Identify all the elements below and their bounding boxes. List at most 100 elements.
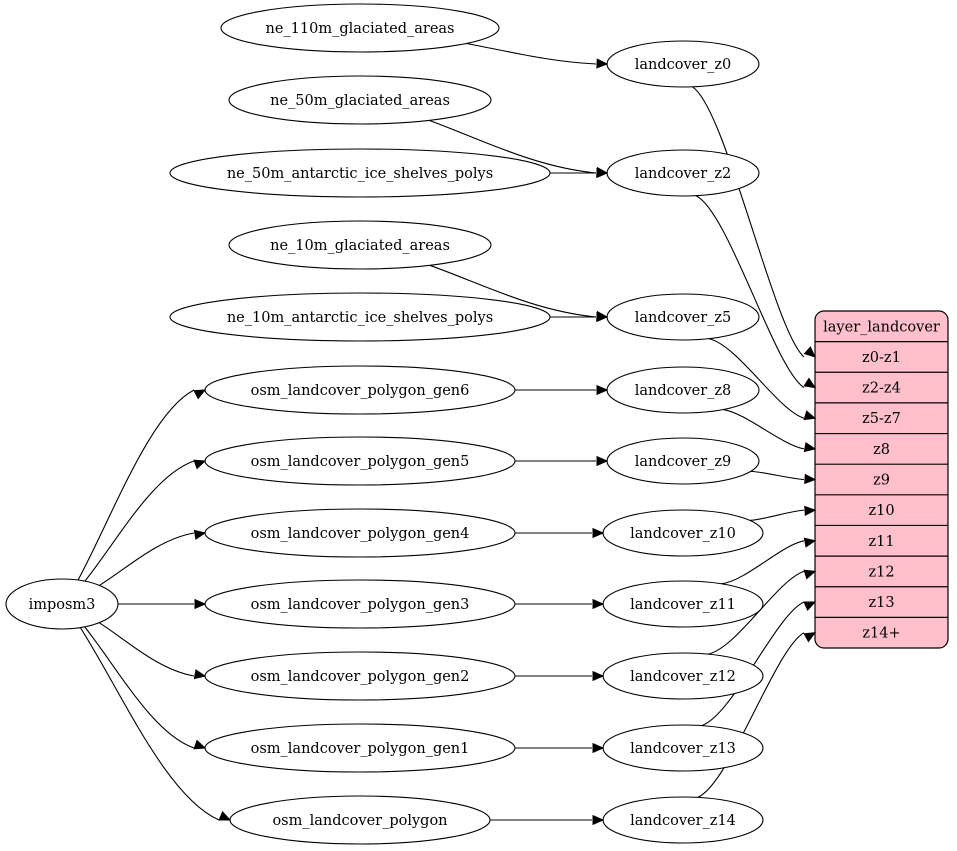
arrowhead-imposm3-to-osm_landcover_polygon_gen2: [193, 669, 207, 680]
node-osm_landcover_polygon_gen3[interactable]: osm_landcover_polygon_gen3: [204, 579, 516, 629]
arrowhead-ne_50m_antarctic_ice_shelves_polys-to-landcover_z2: [596, 167, 609, 179]
node-landcover_z8[interactable]: landcover_z8: [606, 366, 760, 414]
record-header-label: layer_landcover: [823, 319, 940, 335]
edge-landcover_z10-to-z10: [749, 509, 805, 521]
edge-landcover_z14-to-z14+: [697, 632, 805, 798]
node-label: ne_50m_glaciated_areas: [270, 93, 450, 109]
node-ellipse: [169, 148, 551, 198]
node-label: landcover_z2: [635, 166, 732, 182]
arrowhead-imposm3-to-osm_landcover_polygon: [218, 811, 232, 821]
record-row-z9[interactable]: z9: [873, 473, 890, 489]
record-row-z8[interactable]: z8: [873, 442, 890, 458]
node-landcover_z0[interactable]: landcover_z0: [606, 40, 760, 88]
arrowhead-landcover_z5-to-z5-z7: [803, 410, 817, 421]
node-label: osm_landcover_polygon_gen6: [251, 383, 470, 399]
node-imposm3[interactable]: imposm3: [5, 578, 119, 630]
arrowhead-osm_landcover_polygon_gen2-to-landcover_z12: [592, 670, 605, 682]
node-label: ne_110m_glaciated_areas: [266, 21, 455, 37]
edge-landcover_z2-to-z2-z4: [695, 195, 805, 389]
node-ne_50m_glaciated_areas[interactable]: ne_50m_glaciated_areas: [228, 75, 492, 125]
node-ellipse: [228, 220, 492, 270]
node-label: landcover_z11: [630, 597, 736, 613]
record-row-z10[interactable]: z10: [868, 503, 894, 519]
node-label: landcover_z13: [630, 741, 736, 757]
node-label: ne_10m_glaciated_areas: [270, 238, 450, 254]
node-landcover_z2[interactable]: landcover_z2: [606, 149, 760, 197]
edge-ne_50m_glaciated_areas-to-landcover_z2: [428, 119, 597, 174]
node-osm_landcover_polygon_gen5[interactable]: osm_landcover_polygon_gen5: [204, 436, 516, 486]
node-landcover_z13[interactable]: landcover_z13: [602, 724, 764, 772]
node-osm_landcover_polygon_gen1[interactable]: osm_landcover_polygon_gen1: [204, 723, 516, 773]
record-row-z14+[interactable]: z14+: [862, 626, 900, 642]
arrowhead-osm_landcover_polygon_gen1-to-landcover_z13: [592, 742, 605, 754]
nodes-layer: imposm3 ne_110m_glaciated_areas ne_50m_gla…: [5, 3, 764, 845]
arrowhead-imposm3-to-osm_landcover_polygon_gen4: [193, 529, 207, 540]
node-label: osm_landcover_polygon_gen3: [251, 597, 470, 613]
edge-imposm3-to-osm_landcover_polygon_gen4: [99, 532, 195, 586]
arrowhead-landcover_z11-to-z11: [803, 537, 817, 548]
record-row-z12[interactable]: z12: [868, 564, 894, 580]
node-landcover_z12[interactable]: landcover_z12: [602, 652, 764, 700]
edge-landcover_z8-to-z8: [723, 408, 805, 450]
node-ellipse: [228, 75, 492, 125]
arrowhead-landcover_z8-to-z8: [803, 441, 817, 453]
record-row-z0-z1[interactable]: z0-z1: [862, 350, 901, 366]
node-label: landcover_z10: [630, 526, 736, 542]
node-landcover_z9[interactable]: landcover_z9: [606, 437, 760, 485]
arrowhead-imposm3-to-osm_landcover_polygon_gen6: [193, 389, 207, 400]
arrowhead-osm_landcover_polygon_gen4-to-landcover_z10: [592, 527, 605, 539]
arrowhead-landcover_z12-to-z12: [803, 569, 817, 580]
node-ellipse: [169, 292, 551, 342]
node-ne_110m_glaciated_areas[interactable]: ne_110m_glaciated_areas: [220, 3, 500, 53]
node-label: landcover_z12: [630, 669, 736, 685]
edge-landcover_z11-to-z11: [721, 540, 805, 585]
node-osm_landcover_polygon_gen6[interactable]: osm_landcover_polygon_gen6: [204, 365, 516, 415]
edges-layer: [77, 42, 805, 821]
arrowhead-landcover_z0-to-z0-z1: [803, 346, 816, 358]
arrowheads-layer: [193, 58, 817, 826]
layer-landcover-record[interactable]: layer_landcover z0-z1 z2-z4 z5-z7 z8 z9 z10 z11…: [814, 310, 949, 649]
arrowhead-landcover_z13-to-z13: [803, 601, 817, 611]
node-ne_10m_antarctic_ice_shelves_polys[interactable]: ne_10m_antarctic_ice_shelves_polys: [169, 292, 551, 342]
edge-ne_10m_glaciated_areas-to-landcover_z5: [429, 264, 597, 318]
record-node-layer: layer_landcover z0-z1 z2-z4 z5-z7 z8 z9 z10 z11…: [814, 310, 949, 649]
arrowhead-landcover_z10-to-z10: [804, 505, 817, 517]
node-osm_landcover_polygon_gen4[interactable]: osm_landcover_polygon_gen4: [204, 508, 516, 558]
arrowhead-landcover_z14-to-z14+: [803, 632, 817, 643]
node-label: osm_landcover_polygon_gen4: [251, 526, 470, 542]
edge-ne_110m_glaciated_areas-to-landcover_z0: [466, 42, 597, 65]
record-row-z5-z7[interactable]: z5-z7: [862, 411, 901, 427]
record-row-z2-z4[interactable]: z2-z4: [862, 381, 901, 397]
node-landcover_z5[interactable]: landcover_z5: [606, 293, 760, 341]
node-osm_landcover_polygon[interactable]: osm_landcover_polygon: [229, 795, 491, 845]
node-label: landcover_z5: [635, 310, 732, 326]
node-landcover_z14[interactable]: landcover_z14: [602, 796, 764, 844]
node-label: landcover_z8: [635, 383, 732, 399]
node-ellipse: [220, 3, 500, 53]
node-ne_50m_antarctic_ice_shelves_polys[interactable]: ne_50m_antarctic_ice_shelves_polys: [169, 148, 551, 198]
node-label: landcover_z9: [635, 454, 732, 470]
edge-landcover_z0-to-z0-z1: [692, 86, 805, 358]
arrowhead-landcover_z2-to-z2-z4: [803, 377, 817, 389]
arrowhead-imposm3-to-osm_landcover_polygon_gen3: [194, 598, 207, 610]
arrowhead-osm_landcover_polygon_gen3-to-landcover_z11: [592, 598, 605, 610]
arrowhead-osm_landcover_polygon_gen5-to-landcover_z9: [596, 455, 609, 467]
node-landcover_z10[interactable]: landcover_z10: [602, 509, 764, 557]
node-label: osm_landcover_polygon_gen1: [251, 741, 470, 757]
record-row-z13[interactable]: z13: [868, 595, 894, 611]
edge-imposm3-to-osm_landcover_polygon_gen1: [84, 626, 195, 749]
arrowhead-ne_110m_glaciated_areas-to-landcover_z0: [596, 58, 609, 69]
node-ne_10m_glaciated_areas[interactable]: ne_10m_glaciated_areas: [228, 220, 492, 270]
edge-imposm3-to-osm_landcover_polygon: [79, 627, 220, 821]
node-landcover_z11[interactable]: landcover_z11: [602, 580, 764, 628]
node-ellipse: [5, 578, 119, 630]
arrowhead-ne_10m_antarctic_ice_shelves_polys-to-landcover_z5: [596, 311, 609, 323]
edge-imposm3-to-osm_landcover_polygon_gen6: [77, 389, 195, 581]
node-label: ne_50m_antarctic_ice_shelves_polys: [227, 166, 493, 182]
record-row-z11[interactable]: z11: [868, 534, 894, 550]
arrowhead-landcover_z9-to-z9: [804, 473, 817, 485]
node-osm_landcover_polygon_gen2[interactable]: osm_landcover_polygon_gen2: [204, 651, 516, 701]
edge-imposm3-to-osm_landcover_polygon_gen5: [84, 460, 195, 582]
